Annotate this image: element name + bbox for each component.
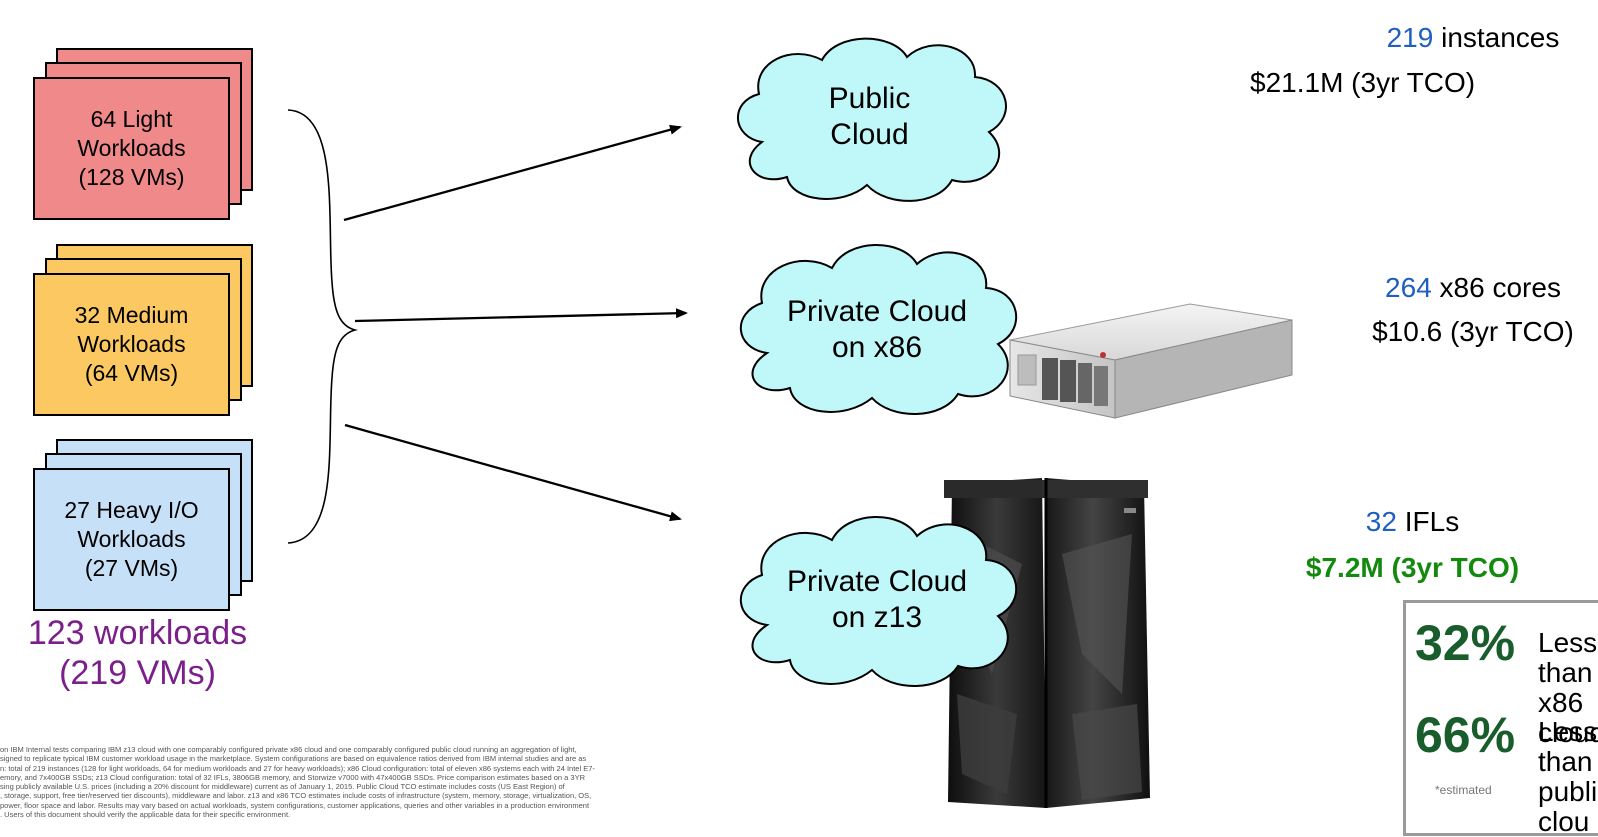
public-cost: $21.1M (3yr TCO) bbox=[1250, 67, 1476, 98]
z13-cloud-shape bbox=[739, 516, 1018, 687]
x86-cloud-shape bbox=[739, 244, 1018, 415]
medium-card-label: 32 Medium Workloads (64 VMs) bbox=[33, 273, 230, 416]
light-type: Workloads bbox=[77, 135, 186, 161]
footnote-line: signed to replicate typical IBM customer… bbox=[0, 754, 587, 764]
light-vms: (128 VMs) bbox=[78, 164, 185, 190]
workload-total: 123 workloads (219 VMs) bbox=[0, 613, 275, 693]
light-count: 64 Light bbox=[90, 106, 173, 132]
savings-public-percent: 66% bbox=[1415, 707, 1516, 763]
z13-quantity: 32 IFLs bbox=[1240, 505, 1585, 539]
x86-cloud-line1: Private Cloud bbox=[786, 295, 968, 328]
heavy-card-front bbox=[33, 468, 230, 611]
x86-cost: $10.6 (3yr TCO) bbox=[1372, 316, 1574, 347]
public-cloud-line1: Public bbox=[828, 82, 911, 115]
x86-quantity: 264 x86 cores bbox=[1293, 271, 1598, 305]
z13-cost: $7.2M (3yr TCO) bbox=[1305, 552, 1520, 583]
z13-cloud-label: Private Cloud on z13 bbox=[722, 505, 1032, 695]
arrow-to-public-cloud bbox=[343, 124, 682, 222]
savings-x86-line1: Less than bbox=[1538, 627, 1598, 688]
x86-cloud-line2: on x86 bbox=[831, 331, 923, 364]
x86-server-image bbox=[1009, 303, 1293, 419]
footnote-line: emory, and 7x400GB SSDs; z13 Cloud confi… bbox=[0, 772, 586, 782]
footnote-line: sing publicly available U.S. prices (inc… bbox=[0, 782, 565, 792]
x86-cloud-label: Private Cloud on x86 bbox=[722, 235, 1032, 425]
heavy-card-label: 27 Heavy I/O Workloads (27 VMs) bbox=[33, 468, 230, 611]
medium-card-front bbox=[33, 273, 230, 416]
light-card-label: 64 Light Workloads (128 VMs) bbox=[33, 77, 230, 220]
z13-quantity-unit: IFLs bbox=[1396, 506, 1460, 537]
footnote-line: on IBM Internal tests comparing IBM z13 … bbox=[0, 745, 577, 754]
arrow-to-z13-cloud bbox=[344, 423, 682, 522]
footnote-line: power, floor space and labor. Results ma… bbox=[0, 800, 590, 810]
heavy-vms: (27 VMs) bbox=[84, 555, 179, 581]
savings-public-line1: Less than bbox=[1538, 716, 1598, 777]
z13-cloud-line1: Private Cloud bbox=[786, 565, 968, 598]
z13-cloud-line2: on z13 bbox=[831, 601, 923, 634]
medium-count: 32 Medium bbox=[74, 302, 189, 328]
medium-vms: (64 VMs) bbox=[84, 360, 179, 386]
footnote-line: . Users of this document should verify t… bbox=[0, 810, 291, 820]
heavy-type: Workloads bbox=[77, 526, 186, 552]
public-quantity-unit: instances bbox=[1433, 22, 1560, 53]
medium-type: Workloads bbox=[77, 331, 186, 357]
savings-x86-line2: x86 cloud* bbox=[1538, 687, 1598, 748]
z13-result: 32 IFLs $7.2M (3yr TCO) bbox=[1240, 505, 1585, 585]
public-cloud-label: Public Cloud bbox=[717, 22, 1022, 212]
x86-result: 264 x86 cores $10.6 (3yr TCO) bbox=[1293, 271, 1598, 349]
public-quantity-number: 219 bbox=[1386, 22, 1434, 53]
public-result: 219 instances bbox=[1348, 21, 1598, 55]
x86-quantity-unit: x86 cores bbox=[1431, 272, 1561, 303]
footnote: on IBM Internal tests comparing IBM z13 … bbox=[0, 745, 785, 819]
savings-public-desc: Less than public clou bbox=[1538, 717, 1598, 837]
savings-public-line2: public clou bbox=[1538, 776, 1598, 837]
estimated-note: *estimated bbox=[1435, 783, 1492, 797]
arrow-to-x86-cloud bbox=[354, 308, 688, 323]
savings-x86-desc: Less than x86 cloud* bbox=[1538, 628, 1598, 748]
public-quantity: 219 instances bbox=[1348, 21, 1598, 55]
total-vms: (219 VMs) bbox=[59, 654, 216, 692]
savings-x86-percent: 32% bbox=[1415, 615, 1516, 671]
public-cloud-line2: Cloud bbox=[830, 118, 909, 151]
footnote-line: , storage, support, free tier/reserved t… bbox=[0, 791, 592, 801]
z13-quantity-number: 32 bbox=[1365, 506, 1397, 537]
public-cloud-shape bbox=[737, 37, 1007, 202]
curly-brace bbox=[287, 109, 359, 544]
x86-quantity-number: 264 bbox=[1385, 272, 1432, 303]
footnote-line: n: total of 219 instances (128 for light… bbox=[0, 763, 595, 773]
heavy-count: 27 Heavy I/O bbox=[64, 497, 199, 523]
light-card-front bbox=[33, 77, 230, 220]
total-workloads: 123 workloads bbox=[27, 614, 248, 652]
